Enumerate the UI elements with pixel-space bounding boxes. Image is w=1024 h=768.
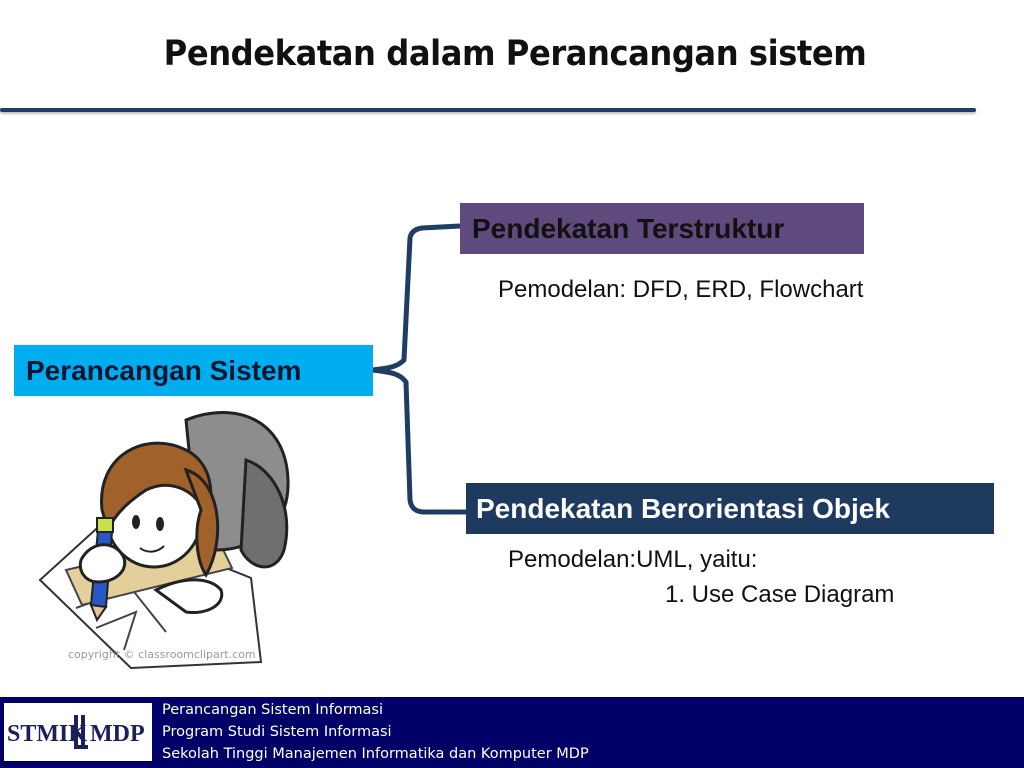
slide-title: Pendekatan dalam Perancangan sistem (163, 34, 867, 74)
object-oriented-description-line1: Pemodelan:UML, yaitu: (508, 546, 758, 573)
object-oriented-approach-node: Pendekatan Berorientasi Objek (466, 483, 994, 534)
footer-course-name: Perancangan Sistem Informasi (162, 702, 383, 718)
student-drawing-clipart: copyright © classroomclipart.com (38, 411, 290, 670)
structured-approach-description: Pemodelan: DFD, ERD, Flowchart (498, 276, 864, 303)
title-divider (0, 108, 976, 112)
footer-study-program: Program Studi Sistem Informasi (162, 724, 392, 740)
stmik-mdp-logo: STMIK MDP (4, 703, 152, 761)
clipart-watermark: copyright © classroomclipart.com (68, 648, 256, 661)
footer-institution: Sekolah Tinggi Manajemen Informatika dan… (162, 746, 589, 762)
structured-approach-node: Pendekatan Terstruktur (460, 203, 864, 254)
svg-text:MDP: MDP (90, 721, 145, 747)
footer-bar: STMIK MDP Perancangan Sistem Informasi P… (0, 697, 1024, 768)
root-node: Perancangan Sistem (14, 345, 373, 396)
object-oriented-description-line2: 1. Use Case Diagram (665, 581, 895, 608)
svg-text:STMIK: STMIK (7, 721, 87, 747)
